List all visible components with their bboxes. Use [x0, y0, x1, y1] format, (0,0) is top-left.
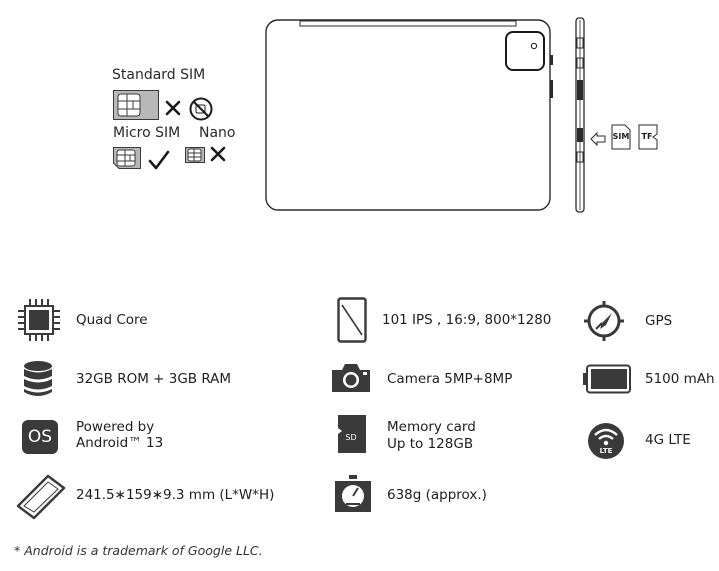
spec-gps: GPS [645, 313, 673, 329]
sim-card-small-icon [611, 124, 631, 150]
storage-database-icon [24, 361, 52, 396]
lte-icon-label: LTE [599, 447, 613, 455]
weight-scale-icon [335, 475, 371, 512]
sim-slot-label: SIM [612, 132, 630, 141]
standard-sim-label: Standard SIM [112, 67, 206, 83]
trademark-footnote: * Android is a trademark of Google LLC. [14, 543, 263, 558]
micro-sim-icon [113, 147, 141, 169]
micro-sim-label: Micro SIM [113, 125, 181, 141]
battery-icon [583, 364, 631, 394]
spec-storage: 32GB ROM + 3GB RAM [76, 371, 232, 387]
svg-text:SD: SD [345, 433, 356, 442]
dimensions-tablet-icon [16, 474, 66, 520]
memory-card-icon: SD [338, 415, 366, 453]
camera-icon [332, 364, 370, 392]
nano-sim-label: Nano [199, 125, 236, 141]
spec-os-line1: Powered by [76, 419, 155, 435]
standard-sim-icon [113, 90, 159, 120]
spec-battery: 5100 mAh [645, 371, 715, 387]
spec-os-line2: Android™ 13 [76, 435, 164, 451]
check-icon [148, 150, 170, 170]
cpu-chip-icon [18, 299, 60, 341]
spec-memory-line2: Up to 128GB [387, 436, 474, 452]
tablet-side-illustration [575, 17, 606, 213]
spec-cpu: Quad Core [76, 312, 148, 328]
spec-dimensions: 241.5∗159∗9.3 mm (L*W*H) [76, 487, 275, 503]
spec-camera: Camera 5MP+8MP [387, 371, 513, 387]
tf-slot-label: TF [641, 132, 653, 141]
cross-icon [165, 100, 181, 116]
spec-memory-line1: Memory card [387, 419, 476, 435]
display-icon [337, 297, 367, 343]
tf-card-small-icon [638, 124, 658, 150]
gps-compass-icon [584, 301, 624, 341]
tablet-back-illustration [265, 19, 553, 211]
no-sim-prohibited-icon [189, 97, 213, 121]
os-icon: OS [22, 420, 58, 454]
cross-icon [210, 146, 226, 162]
lte-wifi-icon [588, 423, 624, 459]
spec-weight: 638g (approx.) [387, 487, 487, 503]
spec-display: 101 IPS , 16:9, 800*1280 [382, 312, 552, 328]
nano-sim-icon [185, 147, 205, 163]
spec-lte: 4G LTE [645, 432, 691, 448]
